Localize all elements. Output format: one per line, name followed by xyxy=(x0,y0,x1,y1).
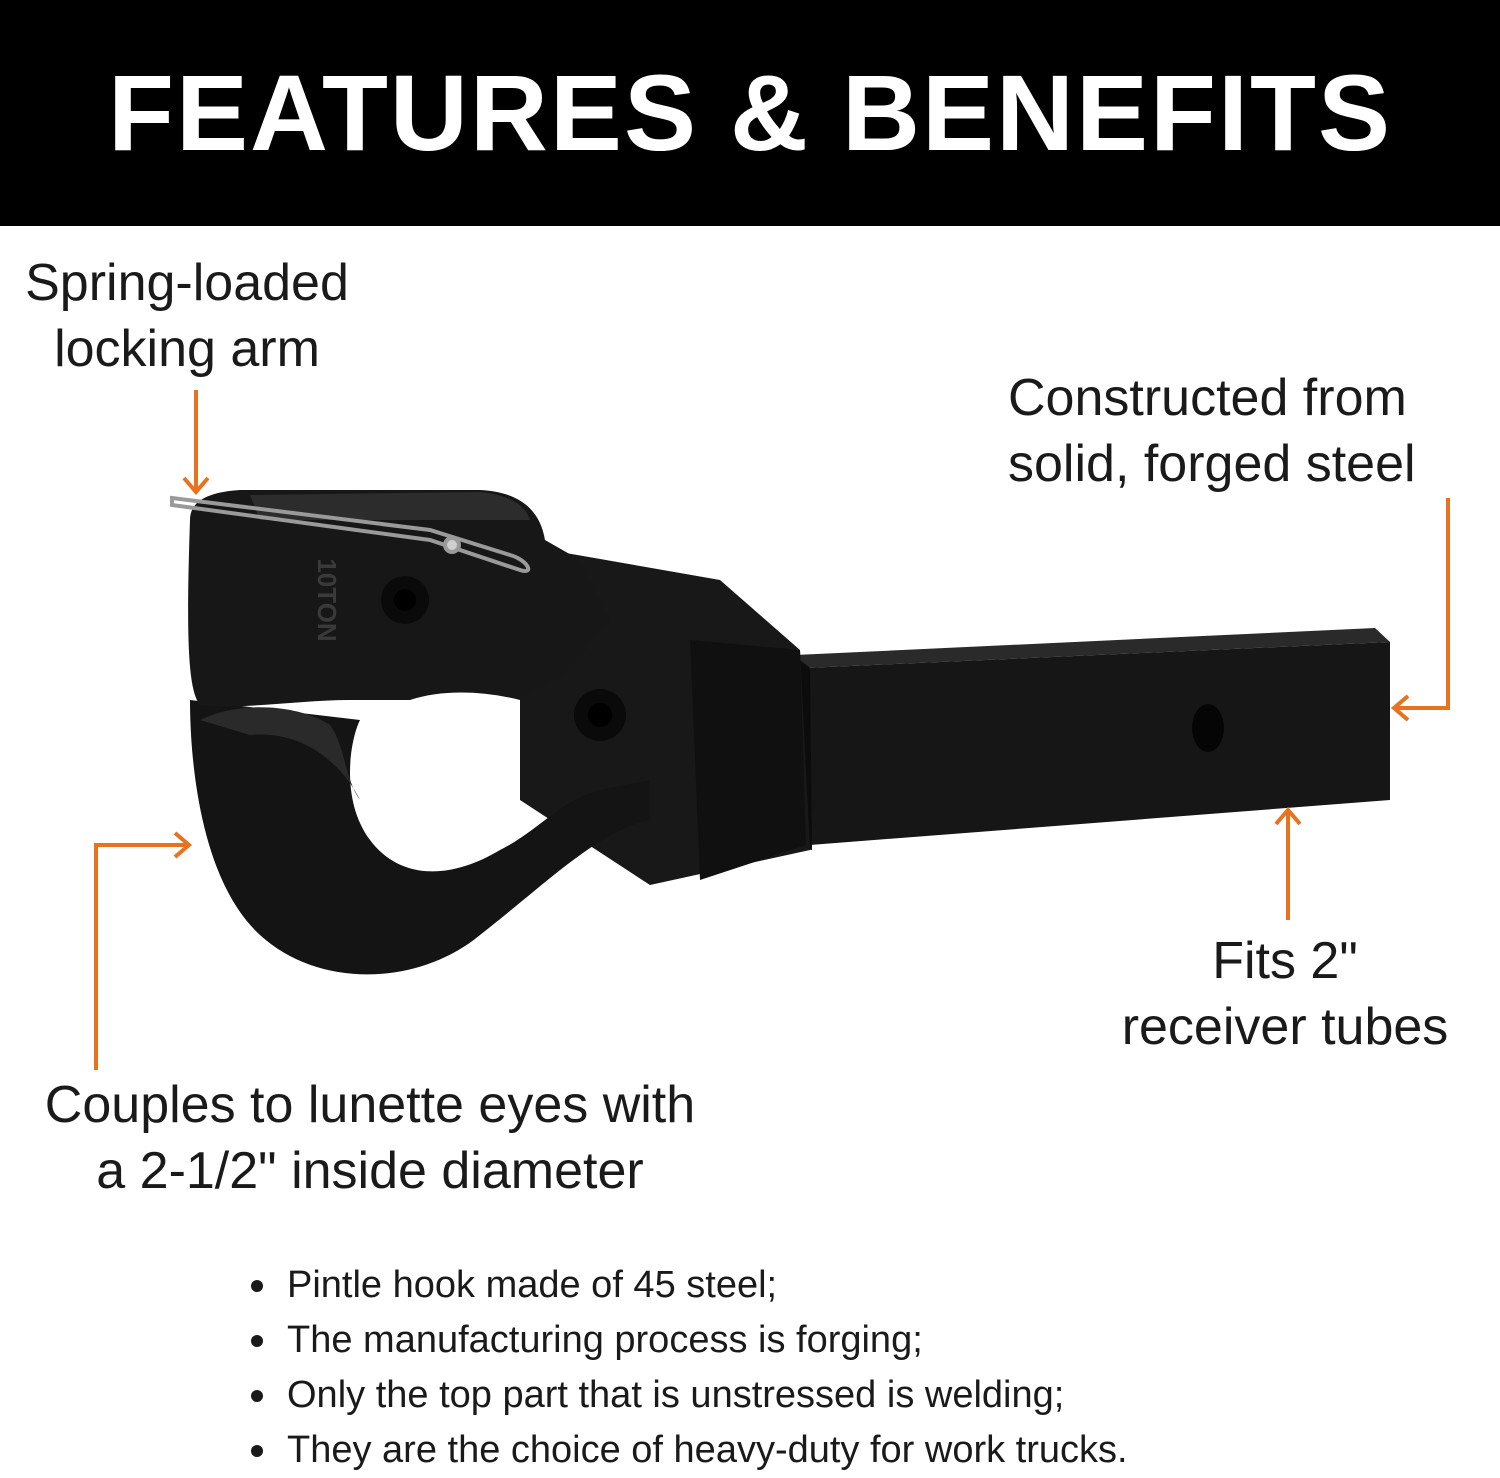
locking-head: 10TON xyxy=(188,490,626,741)
callout-receiver-fit: Fits 2" receiver tubes xyxy=(1100,928,1470,1060)
receiver-shank xyxy=(795,628,1390,850)
callout-line: receiver tubes xyxy=(1121,998,1449,1056)
header-banner: FEATURES & BENEFITS xyxy=(0,0,1500,226)
callout-line: Fits 2" xyxy=(1212,932,1358,990)
features-list: Pintle hook made of 45 steel; The manufa… xyxy=(245,1258,1128,1478)
callout-line: Spring-loaded xyxy=(25,254,349,312)
callout-line: solid, forged steel xyxy=(1008,435,1416,493)
pin-hole xyxy=(1192,704,1224,752)
arrow-lunette-eyes xyxy=(94,831,193,1070)
callout-line: locking arm xyxy=(54,320,320,378)
callout-spring-loaded-arm: Spring-loaded locking arm xyxy=(12,250,362,382)
callout-lunette-eyes: Couples to lunette eyes with a 2-1/2" in… xyxy=(10,1072,730,1204)
pintle-hook xyxy=(190,700,650,975)
feature-item: Pintle hook made of 45 steel; xyxy=(245,1258,1128,1313)
arrow-forged-steel xyxy=(1390,498,1450,722)
spring-clip xyxy=(170,495,531,573)
callout-line: Constructed from xyxy=(1008,369,1407,427)
callout-line: a 2-1/2" inside diameter xyxy=(96,1142,644,1200)
arrow-receiver-fit xyxy=(1274,806,1302,920)
arrow-spring-arm xyxy=(182,390,210,496)
page-title: FEATURES & BENEFITS xyxy=(107,52,1393,173)
callout-line: Couples to lunette eyes with xyxy=(44,1076,696,1134)
feature-item: The manufacturing process is forging; xyxy=(245,1313,1128,1368)
callout-forged-steel: Constructed from solid, forged steel xyxy=(1008,365,1478,497)
feature-item: They are the choice of heavy-duty for wo… xyxy=(245,1423,1128,1478)
capacity-imprint: 10TON xyxy=(312,558,342,641)
feature-item: Only the top part that is unstressed is … xyxy=(245,1368,1128,1423)
